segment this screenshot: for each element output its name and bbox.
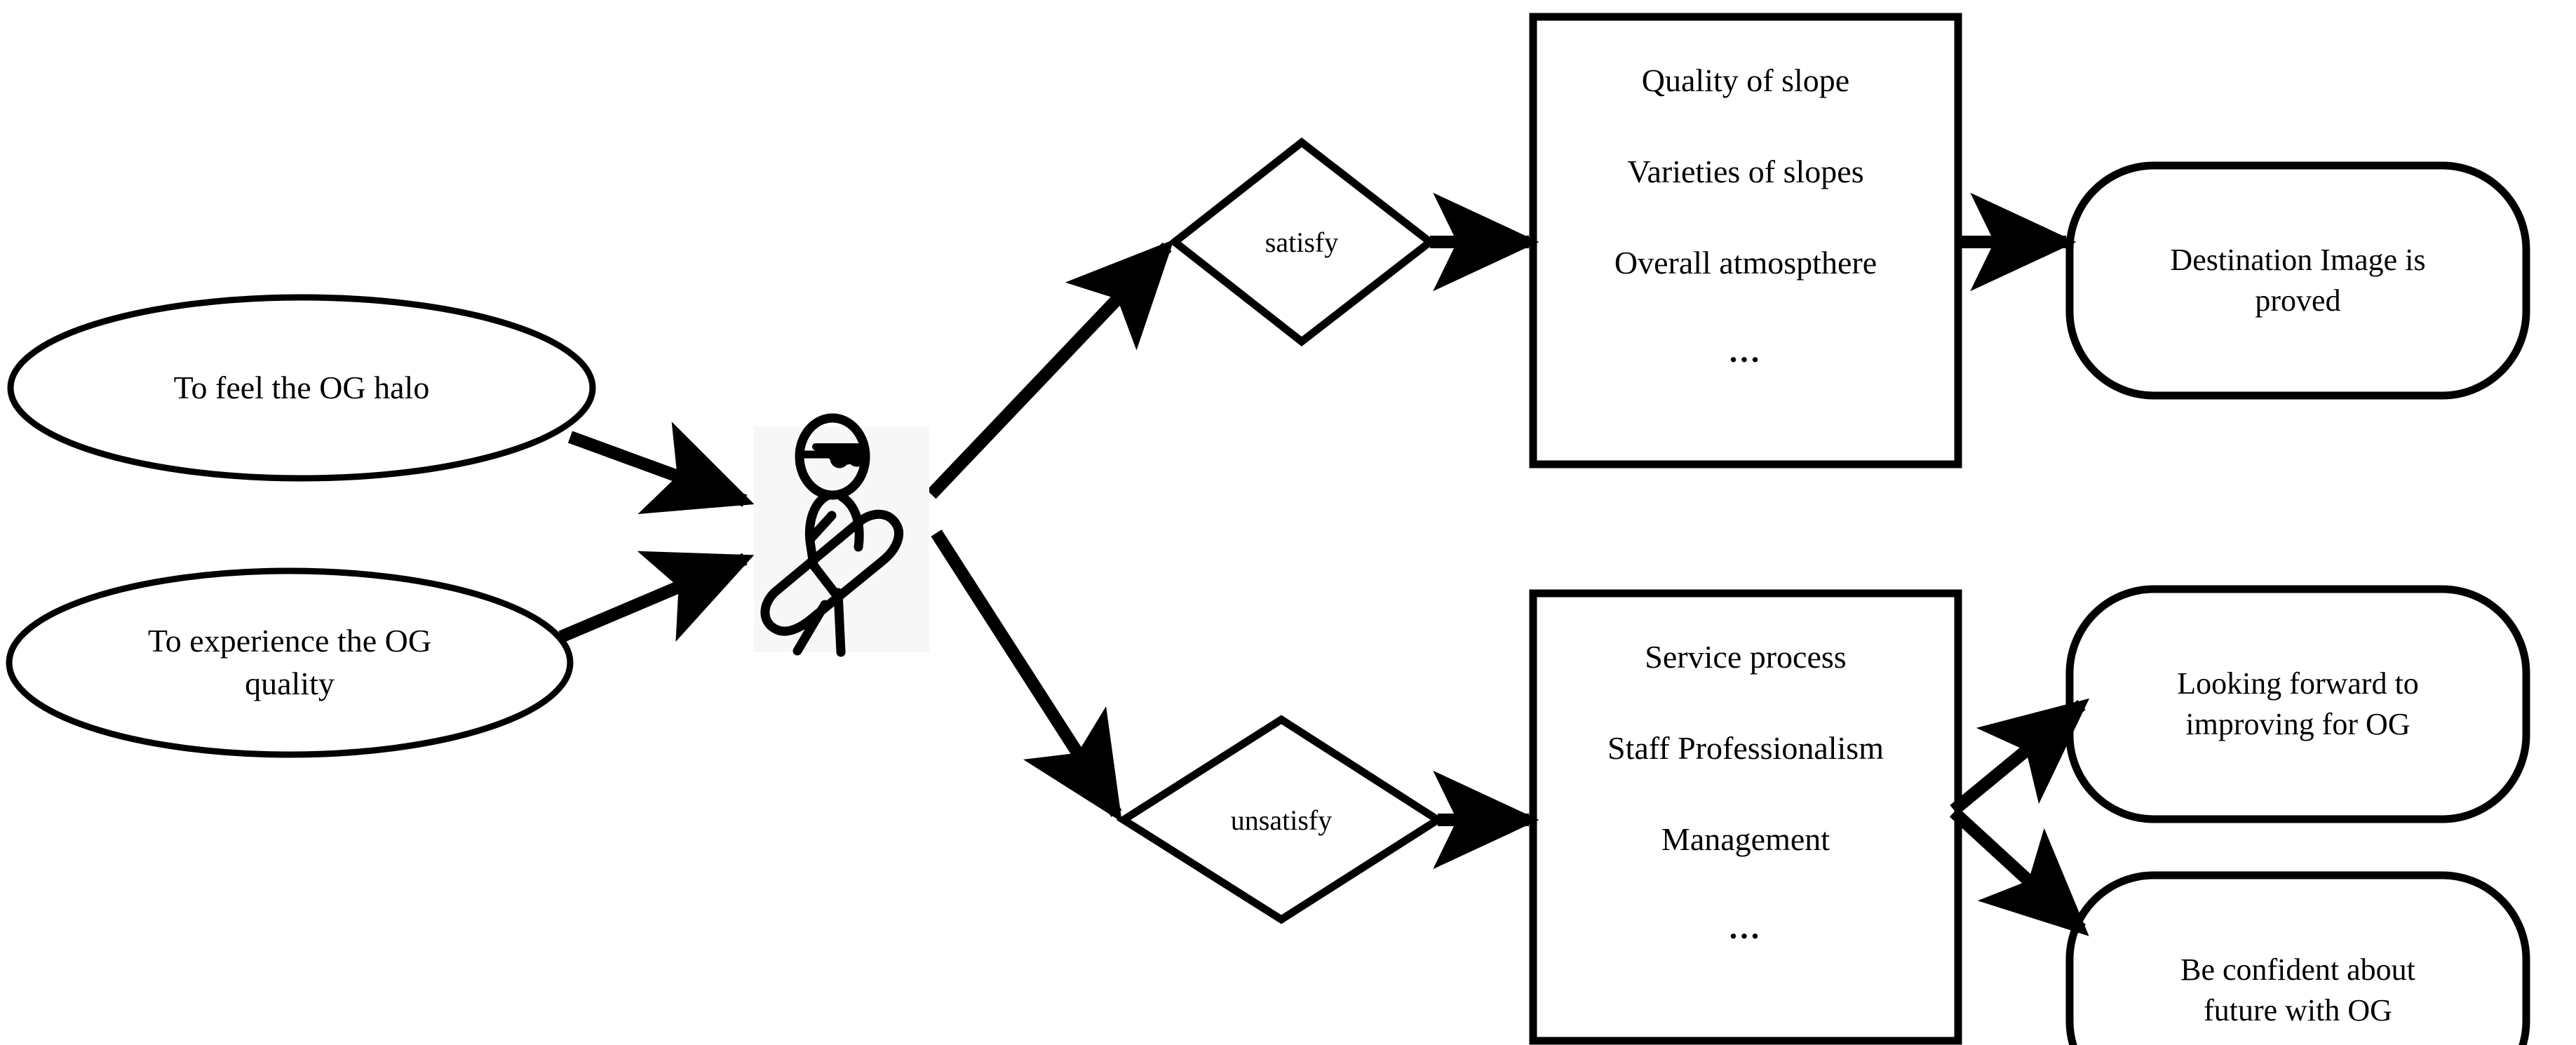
factor-item-ellipsis: ... [1729, 333, 1762, 369]
factor-item: Management [1661, 821, 1830, 857]
factor-item: Staff Professionalism [1607, 730, 1884, 766]
factor-list-satisfy: Quality of slope Varieties of slopes Ove… [1533, 17, 1958, 464]
input-ellipse-feel-halo[interactable] [7, 294, 596, 482]
factor-list-unsatisfy: Service process Staff Professionalism Ma… [1533, 593, 1958, 1041]
factor-item: Varieties of slopes [1627, 154, 1864, 189]
outcome-box-be-confident-future[interactable] [2065, 871, 2530, 1045]
factor-item-ellipsis: ... [1729, 910, 1762, 945]
factor-item: Overall atmospthere [1614, 245, 1877, 281]
arrow-actor-to-satisfy [926, 239, 1174, 499]
arrow-quality-to-actor [558, 551, 755, 643]
factor-item: Service process [1645, 639, 1847, 675]
arrow-factors-to-confident [1949, 807, 2089, 936]
arrow-factors-to-improving [1950, 698, 2090, 815]
arrow-actor-to-unsatisfy [931, 530, 1122, 823]
arrow-halo-to-actor [567, 422, 755, 514]
factor-item: Quality of slope [1641, 62, 1850, 98]
input-ellipse-experience-quality[interactable] [6, 567, 574, 758]
